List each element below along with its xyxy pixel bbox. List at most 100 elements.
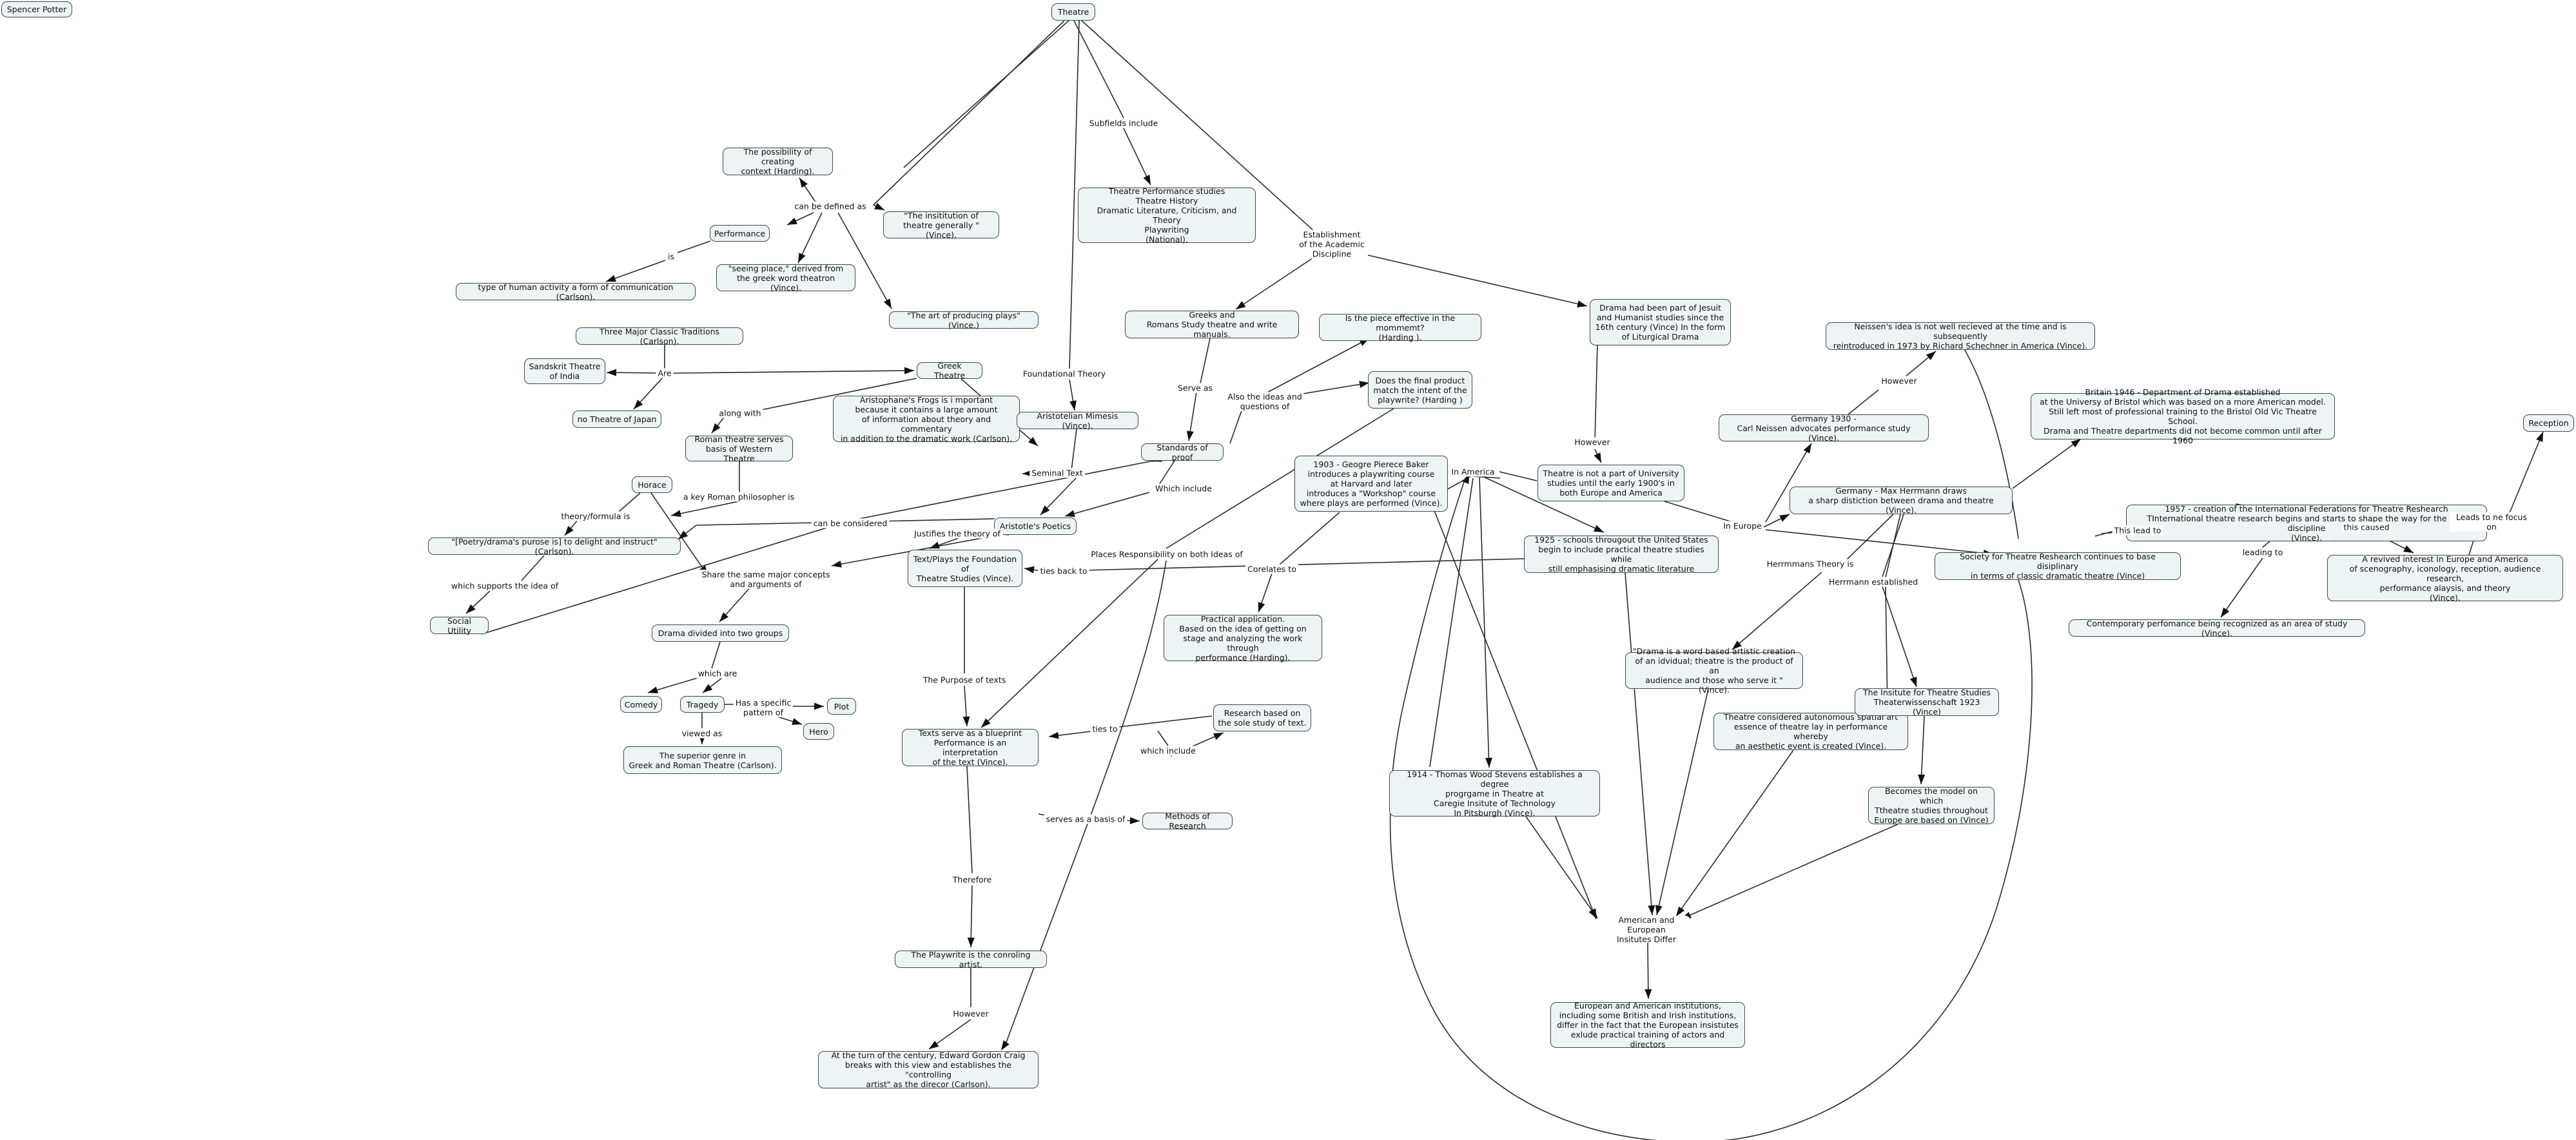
connector-arrowhead xyxy=(634,400,643,409)
connector-line xyxy=(1664,501,1739,525)
connector-line xyxy=(2220,557,2263,618)
connector-line xyxy=(650,492,708,576)
node-international[interactable]: 1957 - creation of the International Fed… xyxy=(2126,504,2487,543)
node-baker[interactable]: 1903 - Geogre Pierece Baker introduces a… xyxy=(1294,456,1448,512)
connector-line xyxy=(481,520,850,635)
node-stevens[interactable]: 1914 - Thomas Wood Stevens establishes a… xyxy=(1389,769,1600,818)
node-schools-1925[interactable]: 1925 - schools througout the United Stat… xyxy=(1524,535,1719,574)
node-drama-word[interactable]: "Drama is a word based artistic creation… xyxy=(1625,646,1803,695)
node-no-theatre[interactable]: no Theatre of Japan xyxy=(572,411,661,428)
node-seeing-place[interactable]: "seeing place," derived from the greek w… xyxy=(716,264,855,293)
connector-arrowhead xyxy=(1186,430,1194,441)
node-herrmann[interactable]: Germany - Max Herrmann draws a sharp dis… xyxy=(1790,486,2013,515)
node-possibility[interactable]: The possibility of creating context (Har… xyxy=(723,147,833,176)
node-theatre[interactable]: Theatre xyxy=(1051,3,1095,21)
connector-line xyxy=(970,885,973,948)
node-horace[interactable]: Horace xyxy=(632,476,672,493)
label-corelates: Corelates to xyxy=(1245,564,1298,574)
node-human-activity[interactable]: type of human activity a form of communi… xyxy=(456,282,696,302)
node-blueprint[interactable]: Texts serve as a blueprint Performance i… xyxy=(902,728,1039,767)
connector-arrowhead xyxy=(1779,514,1790,522)
node-sandskrit[interactable]: Sandskrit Theatre of India xyxy=(524,358,605,384)
node-autonomous[interactable]: Theatre considered autonomous spatial ar… xyxy=(1713,712,1908,751)
connector-line xyxy=(1069,20,1080,369)
connector-line xyxy=(1118,715,1213,728)
label-serves-basis: serves as a basis of xyxy=(1044,814,1127,824)
node-three-major[interactable]: Three Major Classic Traditions (Carlson)… xyxy=(576,327,743,346)
node-institution[interactable]: "The insititution of theatre generally "… xyxy=(883,211,999,240)
node-craig[interactable]: At the turn of the century, Edward Gordo… xyxy=(818,1050,1039,1089)
node-drama-divided[interactable]: Drama divided into two groups xyxy=(652,624,789,642)
node-piece-effective[interactable]: Is the piece effective in the mommemt? (… xyxy=(1319,313,1481,342)
connector-line xyxy=(1429,478,1474,768)
label-this-lead: This lead to xyxy=(2112,525,2163,536)
node-methods[interactable]: Methods of Research xyxy=(1142,811,1233,831)
node-aristophanes[interactable]: Aristophane's Frogs is i mportant becaus… xyxy=(833,395,1020,443)
node-greeks-romans[interactable]: Greeks and Romans Study theatre and writ… xyxy=(1125,310,1299,339)
connector-arrowhead xyxy=(2071,439,2081,448)
node-drama-part[interactable]: Drama had been part of Jesuit and Humani… xyxy=(1590,299,1731,345)
node-performance[interactable]: Performance xyxy=(710,225,770,242)
label-key-roman: a key Roman philosopher is xyxy=(681,492,797,502)
connector-line xyxy=(981,559,1158,728)
node-text-plays[interactable]: Text/Plays the Foundation of Theatre Stu… xyxy=(908,550,1022,587)
connector-line xyxy=(1235,256,1316,310)
node-social-utility[interactable]: Social Utility xyxy=(430,616,489,635)
node-model[interactable]: Becomes the model on which Ttheatre stud… xyxy=(1868,786,1995,825)
connector-arrowhead xyxy=(1040,505,1050,515)
label-serve-as: Serve as xyxy=(1176,383,1215,393)
label-foundational: Foundational Theory xyxy=(1020,369,1108,379)
connector-line xyxy=(2261,541,2270,548)
node-hero[interactable]: Hero xyxy=(803,723,834,740)
node-differ[interactable]: American and European Insitutes Differ xyxy=(1602,915,1691,944)
connector-arrowhead xyxy=(1359,381,1369,388)
connector-arrowhead xyxy=(1001,1040,1010,1050)
node-britain[interactable]: Britain 1946 - Department of Drama estab… xyxy=(2031,387,2335,445)
connector-line xyxy=(1471,476,1501,479)
connector-arrowhead xyxy=(1648,905,1655,915)
connector-arrowhead xyxy=(962,716,970,726)
connector-line xyxy=(1594,343,1598,442)
node-research-sole[interactable]: Research based on the sole study of text… xyxy=(1213,704,1311,731)
connector-arrowhead xyxy=(967,937,975,947)
node-poetry-purpose[interactable]: "[Poetry/drama's purose is] to delight a… xyxy=(428,537,681,556)
node-practical[interactable]: Practical application. Based on the idea… xyxy=(1164,614,1322,662)
node-roman-theatre[interactable]: Roman theatre serves basis of Western Th… xyxy=(685,434,793,463)
node-superior-genre[interactable]: The superior genre in Greek and Roman Th… xyxy=(623,746,782,774)
node-not-part[interactable]: Theatre is not a part of University stud… xyxy=(1537,465,1684,501)
node-revived[interactable]: A revived interest In Europe and America… xyxy=(2327,554,2563,603)
node-standards[interactable]: Standards of proof xyxy=(1141,443,1224,462)
connector-arrowhead xyxy=(565,525,574,536)
node-aristotelian[interactable]: Aristotelian Mimesis (Vince). xyxy=(1017,411,1138,430)
node-comedy[interactable]: Comedy xyxy=(620,696,662,713)
node-contemporary[interactable]: Contemporary perfomance being recognized… xyxy=(2069,619,2365,638)
connector-curve xyxy=(1005,560,1167,1045)
label-subfields-include: Subfields include xyxy=(1087,118,1160,128)
node-institute-studies[interactable]: The Insitute for Theatre Studies Theater… xyxy=(1855,688,1999,717)
node-art-producing[interactable]: "The art of producing plays"(Vince.) xyxy=(889,311,1039,330)
node-subfields[interactable]: Theatre Performance studies Theatre Hist… xyxy=(1078,186,1256,244)
connector-line xyxy=(1367,255,1588,307)
label-are: Are xyxy=(656,368,674,378)
label-along-with: along with xyxy=(717,408,763,418)
node-playwrite-control[interactable]: The Playwrite is the conroling artist. xyxy=(895,950,1047,969)
label-however-1: However xyxy=(951,1009,991,1019)
connector-curve xyxy=(1960,343,2019,539)
node-germany-1930[interactable]: Germany 1930 - Carl Neissen advocates pe… xyxy=(1719,414,1929,443)
connector-arrowhead xyxy=(712,423,721,433)
label-establishment: Establishment of the Academic Discipline xyxy=(1297,229,1367,259)
connector-arrowhead xyxy=(904,367,914,374)
node-tragedy[interactable]: Tragedy xyxy=(680,696,725,713)
node-aristotles-poetics[interactable]: Aristotle's Poetics xyxy=(994,517,1077,535)
label-which-are: which are xyxy=(696,668,739,679)
label-leads-to: Leads to ne focus on xyxy=(2449,512,2534,532)
node-society[interactable]: Society for Theatre Reshearch continues … xyxy=(1935,552,2181,581)
connector-line xyxy=(1071,429,1077,471)
node-greek-theatre[interactable]: Greek Theatre xyxy=(917,361,982,380)
node-euro-american[interactable]: European and American institutions, incl… xyxy=(1550,1001,1745,1049)
connector-line xyxy=(1123,128,1151,186)
node-reception[interactable]: Reception xyxy=(2523,414,2574,432)
node-niessen-idea[interactable]: Neissen's idea is not well recieved at t… xyxy=(1826,322,2095,351)
node-plot[interactable]: Plot xyxy=(827,698,856,715)
node-final-product[interactable]: Does the final product match the intent … xyxy=(1368,371,1472,409)
